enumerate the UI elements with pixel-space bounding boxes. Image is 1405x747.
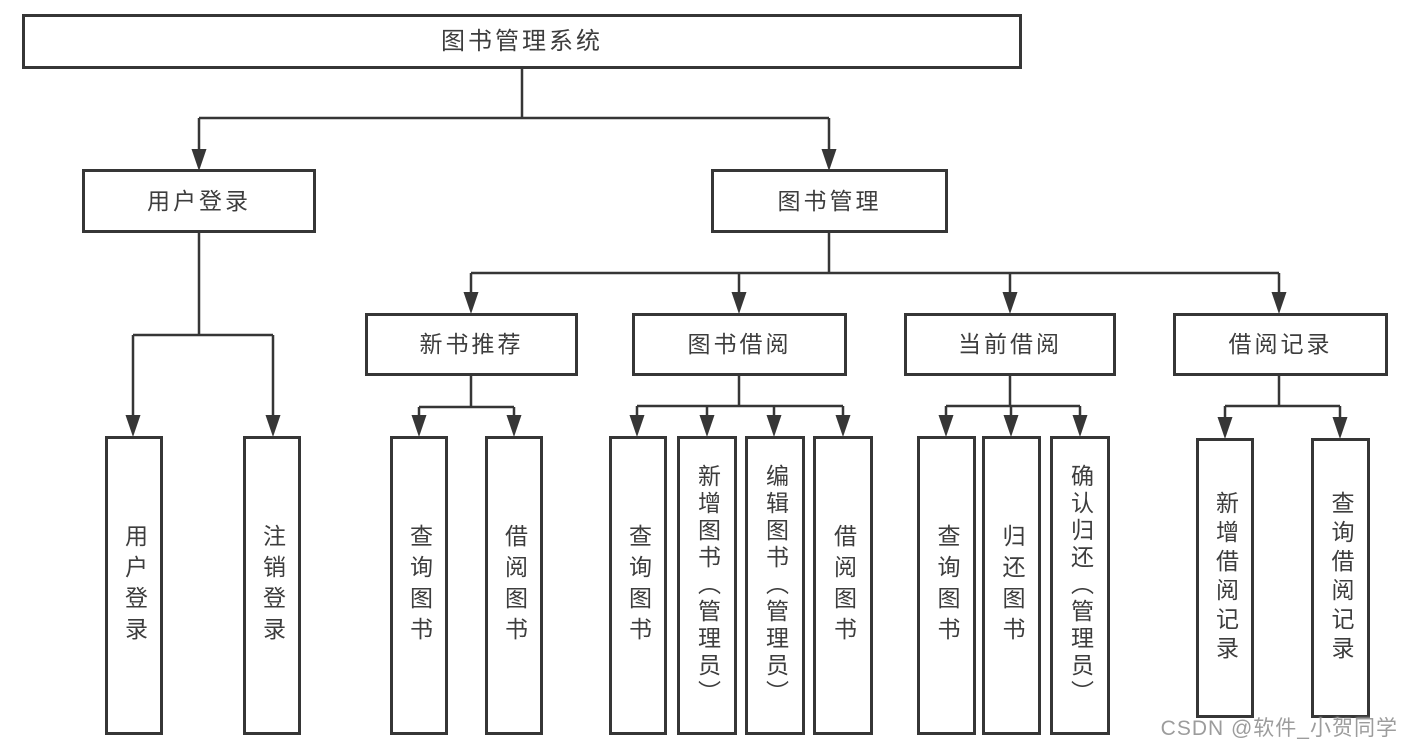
leaf-records-query-record-label: 查询借阅记录 [1328,491,1353,665]
leaf-records-query-record: 查询借阅记录 [1311,438,1370,718]
node-root-system: 图书管理系统 [22,14,1022,69]
node-book-management: 图书管理 [711,169,948,233]
leaf-borrowing-query-books-label: 查询图书 [625,523,651,648]
leaf-current-query-books-label: 查询图书 [934,523,959,648]
edge-records-to-leaves [1223,376,1342,418]
leaf-borrowing-add-books: 新增图书（管理员） [677,436,737,735]
leaf-login-label: 用户登录 [121,523,147,648]
leaf-recommend-borrow-books-label: 借阅图书 [501,523,527,648]
node-user-login-label: 用户登录 [147,188,251,214]
leaf-logout-label: 注销登录 [259,523,285,648]
leaf-borrowing-borrow-books-label: 借阅图书 [830,523,856,648]
leaf-borrowing-borrow-books: 借阅图书 [813,436,873,735]
edge-userlogin-to-leaves [131,233,275,416]
leaf-recommend-borrow-books: 借阅图书 [485,436,543,735]
node-new-book-recommendation: 新书推荐 [365,313,578,376]
leaf-logout: 注销登录 [243,436,301,735]
node-current-borrowing-label: 当前借阅 [958,332,1062,357]
leaf-records-add-record-label: 新增借阅记录 [1212,491,1238,665]
leaf-borrowing-edit-books-label: 编辑图书（管理员） [762,464,788,707]
edge-root-to-level1 [197,68,831,150]
leaf-borrowing-query-books: 查询图书 [609,436,667,735]
node-book-borrowing: 图书借阅 [632,313,847,376]
leaf-login: 用户登录 [105,436,163,735]
node-new-book-recommendation-label: 新书推荐 [419,332,524,357]
leaf-recommend-query-books-label: 查询图书 [406,523,432,648]
leaf-recommend-query-books: 查询图书 [390,436,448,735]
node-book-borrowing-label: 图书借阅 [687,332,792,357]
leaf-borrowing-edit-books: 编辑图书（管理员） [745,436,805,735]
node-user-login: 用户登录 [82,169,316,233]
leaf-current-confirm-return-label: 确认归还（管理员） [1067,464,1093,707]
edge-currentborrow-to-leaves [944,376,1082,416]
leaf-records-add-record: 新增借阅记录 [1196,438,1254,718]
leaf-current-return-books-label: 归还图书 [999,523,1024,648]
edge-bookmgmt-to-level2 [469,233,1281,293]
node-borrowing-records-label: 借阅记录 [1228,332,1333,357]
edge-bookborrow-to-leaves [635,376,845,416]
leaf-borrowing-add-books-label: 新增图书（管理员） [694,464,720,707]
edge-newbook-to-leaves [417,376,516,416]
leaf-current-query-books: 查询图书 [917,436,976,735]
node-borrowing-records: 借阅记录 [1173,313,1388,376]
leaf-current-return-books: 归还图书 [982,436,1041,735]
node-root-system-label: 图书管理系统 [441,28,603,55]
node-book-management-label: 图书管理 [777,188,882,214]
csdn-watermark: CSDN @软件_小贺同学 [1160,717,1398,740]
node-current-borrowing: 当前借阅 [904,313,1116,376]
leaf-current-confirm-return: 确认归还（管理员） [1050,436,1110,735]
